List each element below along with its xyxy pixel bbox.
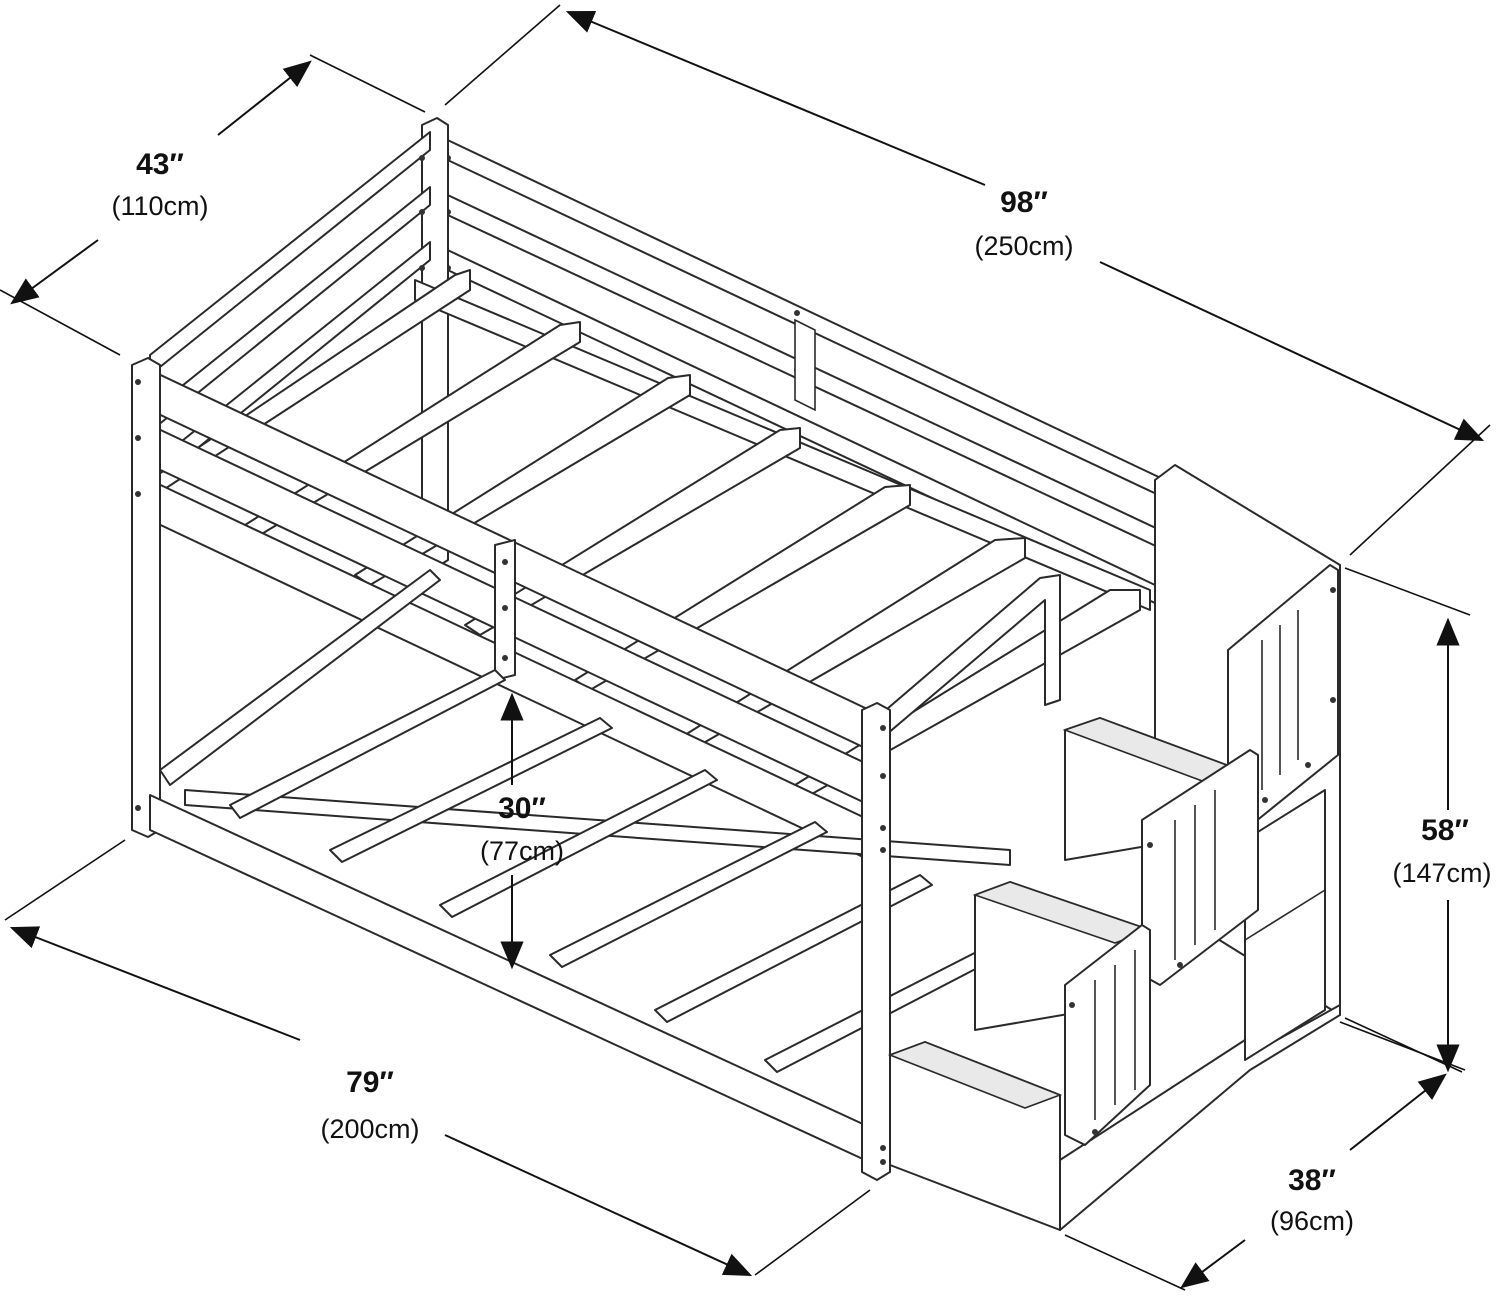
clearance-metric-label: (77cm) [480,836,564,866]
depth-metric-label: (110cm) [111,191,208,221]
bunk-bed-drawing [131,117,1341,1231]
upper-front-short-rail [879,574,1061,741]
depth-dimension-line-lower [10,239,99,305]
depth-dimension-line-upper [217,60,312,136]
bed-length-metric-label: (200cm) [320,1114,419,1144]
dimension-lines [0,4,1491,1291]
bed-length-label: 79″ [346,1066,394,1099]
bed-length-dimension-line-left [9,926,301,1041]
length-dimension-line-left [565,11,986,186]
height-label: 58″ [1421,814,1469,847]
height-metric-label: (147cm) [1392,858,1491,888]
stair-handrail-bottom [1064,924,1151,1146]
staircase [887,464,1341,1231]
stair-depth-dimension-line-down [1180,1239,1246,1289]
length-label: 98″ [1000,186,1048,219]
stair-depth-dimension-line-up [1349,1073,1447,1151]
stair-depth-label: 38″ [1288,1164,1336,1197]
depth-label: 43″ [136,148,184,181]
front-right-post [861,702,891,1181]
stair-depth-metric-label: (96cm) [1270,1206,1354,1236]
length-metric-label: (250cm) [974,231,1073,261]
front-left-post [131,357,161,838]
clearance-label: 30″ [498,792,546,825]
length-dimension-line-right [1099,261,1485,441]
dimension-labels: 43″ (110cm) 98″ (250cm) 30″ (77cm) 58″ (… [111,148,1491,1236]
bed-length-dimension-line-right [444,1134,753,1276]
back-middle-post [794,318,816,412]
upper-head-guardrail [149,131,431,486]
